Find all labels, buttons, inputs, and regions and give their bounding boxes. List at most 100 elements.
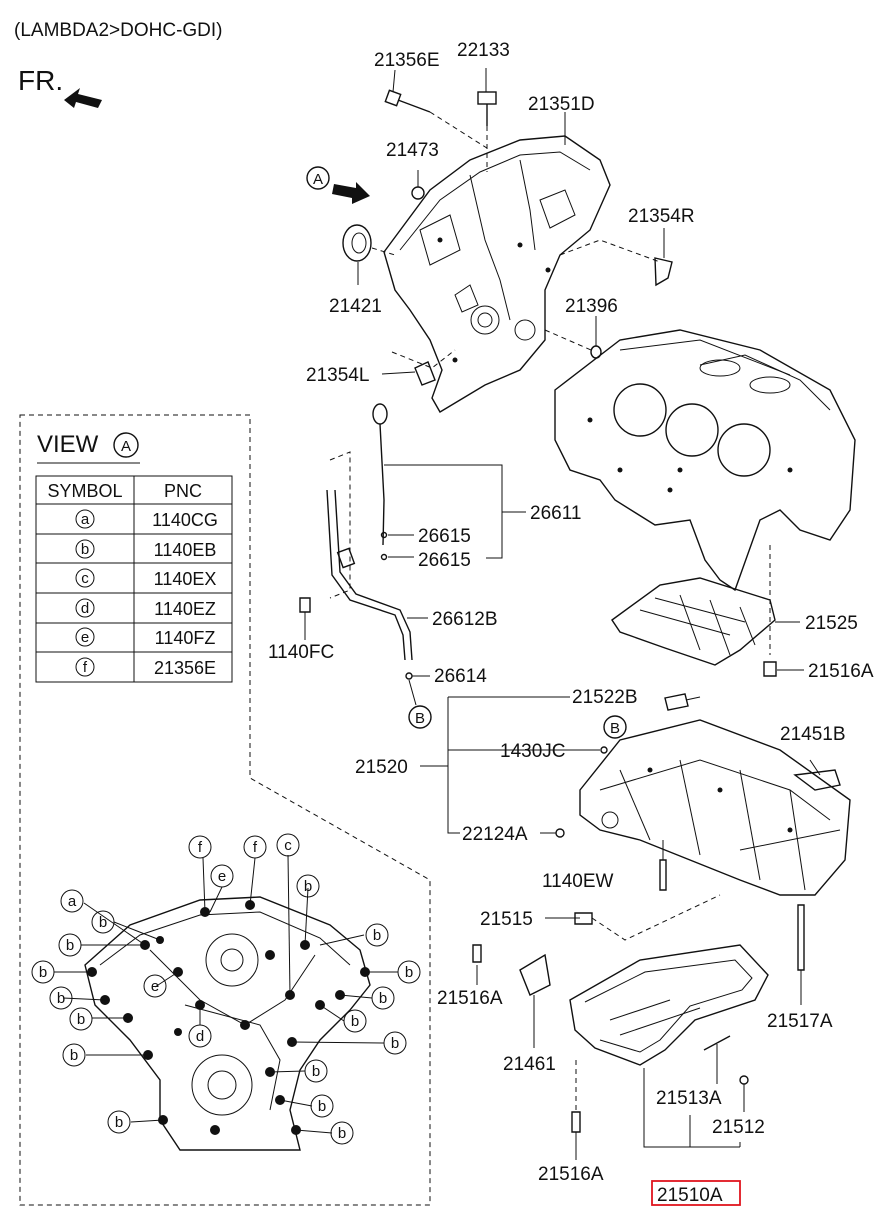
leader-21354L [381,371,416,375]
part-label-21473[interactable]: 21473 [386,140,439,161]
part-label-21525[interactable]: 21525 [805,613,858,634]
dipstick-drawing [329,403,388,599]
callout-b: b [99,914,107,931]
callout-b: b [351,1013,359,1030]
sensor-22133-drawing [477,91,497,172]
front-arrow-icon [64,88,102,108]
part-label-21396[interactable]: 21396 [565,296,618,317]
part-label-21461[interactable]: 21461 [503,1054,556,1075]
part-label-22124A[interactable]: 22124A [462,824,528,845]
part-label-21516A-mid[interactable]: 21516A [437,988,503,1009]
callout-b: b [379,990,387,1007]
gasket-21512-drawing [739,1075,749,1085]
part-label-1140EW[interactable]: 1140EW [542,871,614,892]
part-label-21421[interactable]: 21421 [329,296,382,317]
part-label-26611[interactable]: 26611 [530,503,581,524]
callout-b: b [304,878,312,895]
table-header-symbol: SYMBOL [47,481,122,501]
strainer-21461-drawing [519,953,551,996]
callout-b: b [312,1063,320,1080]
part-label-21513A[interactable]: 21513A [656,1088,722,1109]
front-direction-label: FR. [18,65,63,96]
bracket-21510A [643,1068,740,1148]
part-label-21512[interactable]: 21512 [712,1117,765,1138]
view-table-title-marker [113,432,139,458]
callout-b: b [391,1035,399,1052]
leader-21354R-dash [559,239,661,263]
leader-21396-dash [544,329,592,351]
part-label-21354L[interactable]: 21354L [306,365,369,386]
part-label-26615-b[interactable]: 26615 [418,550,471,571]
table-row-pnc: 1140EB [154,540,217,560]
ref-b-marker-2 [603,715,627,739]
callout-b: b [405,964,413,981]
upper-oil-pan-drawing [579,719,851,896]
leader-b1 [408,679,417,706]
callout-b: b [77,1011,85,1028]
callout-b: b [39,964,47,981]
part-label-26615-a[interactable]: 26615 [418,526,471,547]
callout-b: b [66,937,74,954]
bolt-1140FC-drawing [299,597,311,613]
table-row-pnc: 1140CG [152,510,218,530]
cylinder-block-drawing [554,329,856,592]
callout-f: f [253,839,258,856]
part-label-21516A-bottom[interactable]: 21516A [538,1164,604,1185]
callout-d: d [196,1028,204,1045]
table-row-symbol: a [81,511,90,528]
timing-cover-drawing [383,135,611,413]
part-label-1430JC[interactable]: 1430JC [500,741,566,762]
callout-c: c [284,837,292,854]
part-label-21517A[interactable]: 21517A [767,1011,833,1032]
part-label-21520[interactable]: 21520 [355,757,408,778]
gasket-21354L-drawing [414,361,436,386]
callout-b: b [318,1098,326,1115]
callout-b: b [115,1114,123,1131]
view-a-marker [306,166,330,190]
bolt-21516A-mid-drawing [472,944,482,963]
dipstick-tube-drawing [326,489,413,661]
bolt-21516A-bottom-drawing [571,1111,581,1133]
part-label-26612B[interactable]: 26612B [432,609,498,630]
view-a-cover-drawing [84,896,371,1151]
view-a-bolt-points [87,900,370,1135]
part-label-1140FC[interactable]: 1140FC [268,642,334,663]
callout-b: b [373,927,381,944]
gasket-21354R-drawing [654,257,673,287]
callout-b: b [338,1125,346,1142]
leader-21356E [392,69,396,93]
part-label-21451B[interactable]: 21451B [780,724,846,745]
part-label-21522B[interactable]: 21522B [572,687,638,708]
leader-21451B [809,759,821,776]
table-row-symbol: d [81,600,89,617]
gasket-21522B-drawing [664,693,689,711]
part-label-21516A-top[interactable]: 21516A [808,661,874,682]
bolt-21516A-top-drawing [763,661,777,677]
part-label-22133[interactable]: 22133 [457,40,510,61]
part-label-26614[interactable]: 26614 [434,666,487,687]
highlight-box-21510A [651,1180,741,1206]
bolt-21356E-drawing [384,89,491,151]
gasket-21451B-drawing [793,769,841,791]
table-header-pnc: PNC [164,481,202,501]
ref-b-marker-1 [408,705,432,729]
view-a-arrow-icon [332,182,370,204]
leader-21354L-dash [391,349,456,369]
part-label-21356E[interactable]: 21356E [374,50,440,71]
part-label-21354R[interactable]: 21354R [628,206,695,227]
callout-a: a [68,893,77,910]
table-row-pnc: 21356E [154,658,216,678]
bolt-21473-drawing [411,186,425,200]
symbol-table: SYMBOL PNC a 1140CG b 1140EB c 1140EX d … [35,475,233,683]
engine-variant-title: (LAMBDA2>DOHC-GDI) [14,20,223,41]
part-label-21351D[interactable]: 21351D [528,94,595,115]
callout-b: b [57,990,65,1007]
table-row-symbol: e [81,629,89,646]
part-label-21510A[interactable]: 21510A [657,1185,723,1206]
leader-21515-dash [591,894,721,941]
oil-seal-21421-drawing [342,224,396,262]
table-row-pnc: 1140EX [154,569,217,589]
view-a-callouts [54,854,398,1134]
part-label-21515[interactable]: 21515 [480,909,533,930]
table-row-pnc: 1140FZ [155,628,216,648]
